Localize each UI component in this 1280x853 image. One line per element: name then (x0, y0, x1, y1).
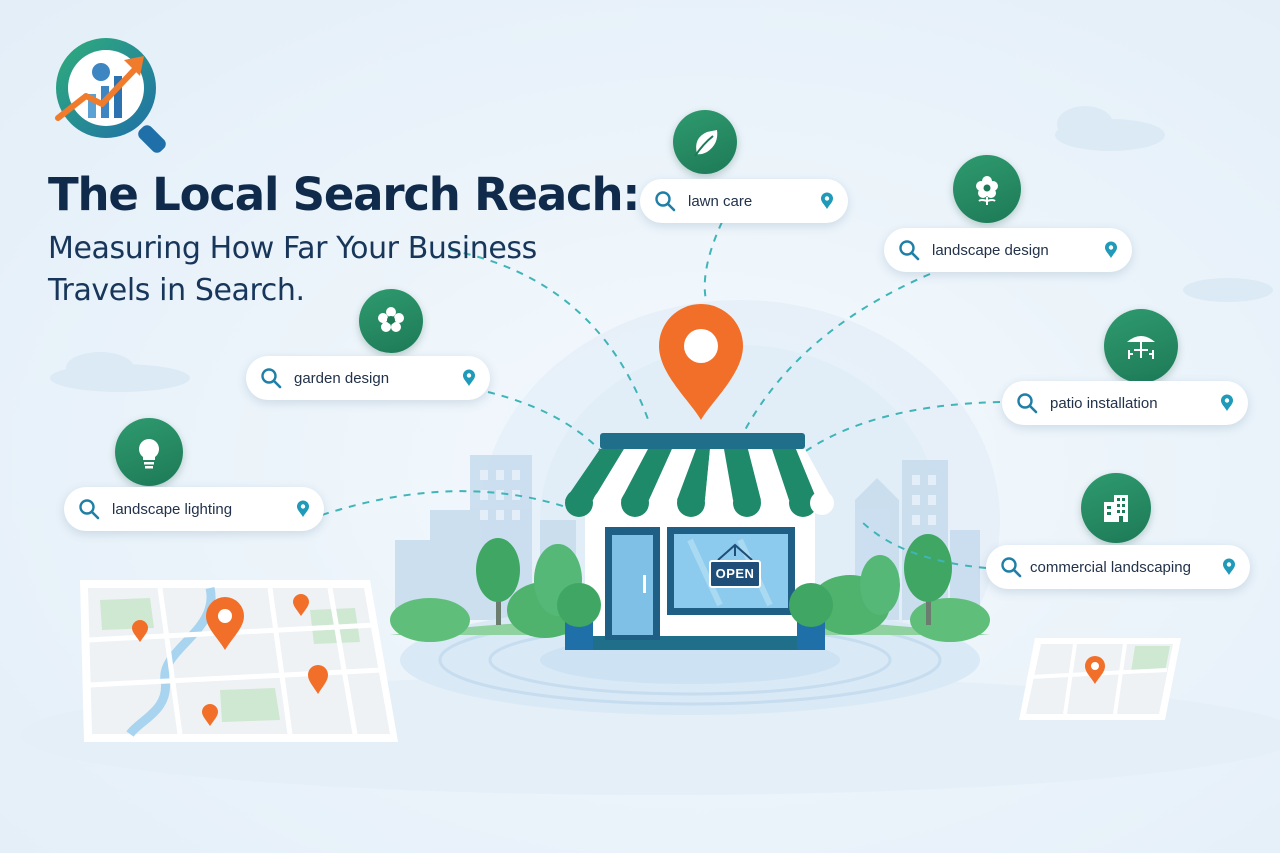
search-icon (261, 368, 282, 389)
location-pin-icon (821, 192, 833, 209)
open-sign: OPEN (709, 560, 761, 588)
search-icon (899, 240, 920, 261)
commercial-landscaping-badge (1081, 473, 1151, 543)
search-pill-patio-installation[interactable]: patio installation (1002, 381, 1248, 425)
flower-icon (976, 176, 998, 205)
location-pin-icon (463, 369, 475, 386)
light-bulb-icon (139, 439, 159, 469)
search-pill-lawn-care[interactable]: lawn care (640, 179, 848, 223)
flower-icon (378, 307, 404, 332)
umbrella-table-icon (1127, 336, 1155, 359)
search-query-label: lawn care (688, 192, 753, 210)
location-pin-icon (297, 500, 309, 517)
main-location-pin-icon (659, 304, 743, 420)
search-query-label: landscape lighting (112, 500, 233, 518)
page-title: The Local Search Reach: (48, 168, 640, 221)
search-icon (79, 499, 100, 520)
logo-magnifier-growth-icon (55, 38, 166, 153)
location-pin-icon (1221, 394, 1233, 411)
search-query-label: patio installation (1050, 394, 1158, 412)
search-pill-commercial-landscaping[interactable]: commercial landscaping (986, 545, 1250, 589)
search-query-label: landscape design (932, 241, 1049, 259)
search-icon (1017, 393, 1038, 414)
patio-installation-badge (1104, 309, 1178, 383)
small-map-card (1019, 638, 1181, 720)
search-pill-landscape-design[interactable]: landscape design (884, 228, 1132, 272)
location-pin-icon (1223, 558, 1235, 575)
page-subtitle: Measuring How Far Your Business Travels … (48, 231, 537, 308)
landscape-design-badge (953, 155, 1021, 223)
search-icon (655, 191, 676, 212)
location-pin-icon (1105, 241, 1117, 258)
city-map-card (80, 580, 398, 742)
search-icon (1001, 557, 1022, 578)
leaf-icon (694, 130, 718, 157)
garden-design-badge (359, 289, 423, 353)
lawn-care-badge (673, 110, 737, 174)
landscape-lighting-badge (115, 418, 183, 486)
search-query-label: commercial landscaping (1030, 558, 1191, 576)
search-pill-garden-design[interactable]: garden design (246, 356, 490, 400)
search-pill-landscape-lighting[interactable]: landscape lighting (64, 487, 324, 531)
office-building-icon (1104, 495, 1128, 522)
search-query-label: garden design (294, 369, 390, 387)
